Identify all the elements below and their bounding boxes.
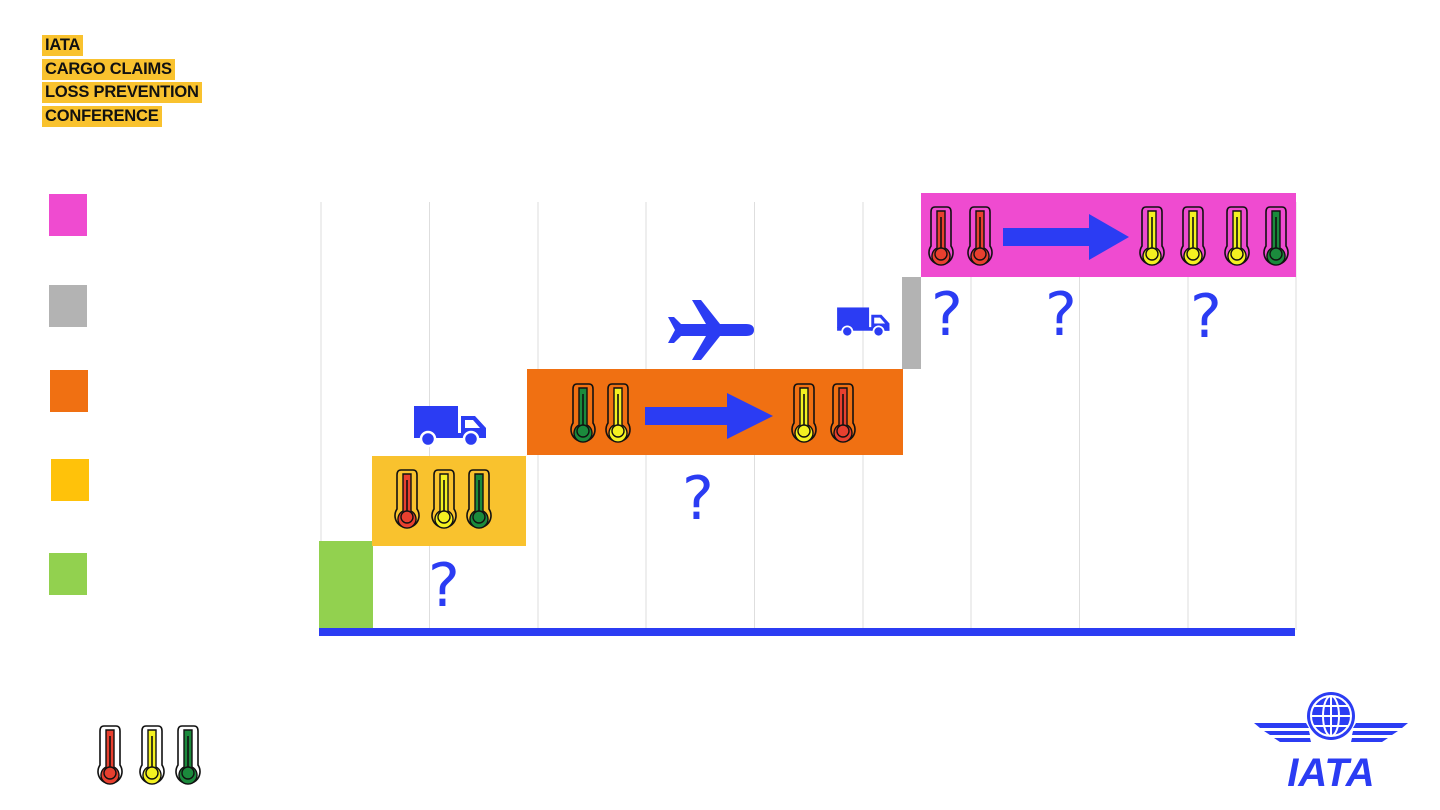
timeline-baseline	[319, 628, 1295, 636]
truck-icon	[414, 404, 488, 448]
question-mark: ?	[1045, 280, 1077, 350]
stage-orange	[527, 369, 903, 455]
transition-arrow	[1003, 214, 1129, 260]
iata-logo-text: IATA	[1287, 751, 1374, 795]
question-mark: ?	[428, 551, 460, 621]
title-line-1: IATA	[42, 35, 84, 56]
question-mark: ?	[931, 280, 963, 350]
transition-arrow	[645, 393, 773, 439]
legend-swatch-green	[49, 553, 87, 595]
stage-yellow	[372, 456, 526, 546]
truck-icon	[837, 306, 891, 338]
legend-swatch-orange	[50, 370, 88, 412]
thermometer-key	[96, 724, 206, 786]
stage-magenta	[921, 193, 1296, 277]
stage-green	[319, 541, 373, 628]
title-line-3: LOSS PREVENTION	[42, 82, 202, 103]
iata-logo: IATA	[1254, 690, 1408, 795]
title-line-4: CONFERENCE	[42, 105, 162, 127]
conference-title: IATA CARGO CLAIMS LOSS PREVENTION CONFER…	[42, 35, 202, 129]
question-mark: ?	[682, 464, 714, 534]
airplane-icon	[668, 300, 756, 360]
legend-swatch-magenta	[49, 194, 87, 236]
question-mark: ?	[1190, 282, 1222, 352]
title-line-2: CARGO CLAIMS	[42, 58, 175, 80]
legend-swatch-grey	[49, 285, 87, 327]
stage-grey	[902, 277, 921, 369]
legend-swatch-yellow	[51, 459, 89, 501]
